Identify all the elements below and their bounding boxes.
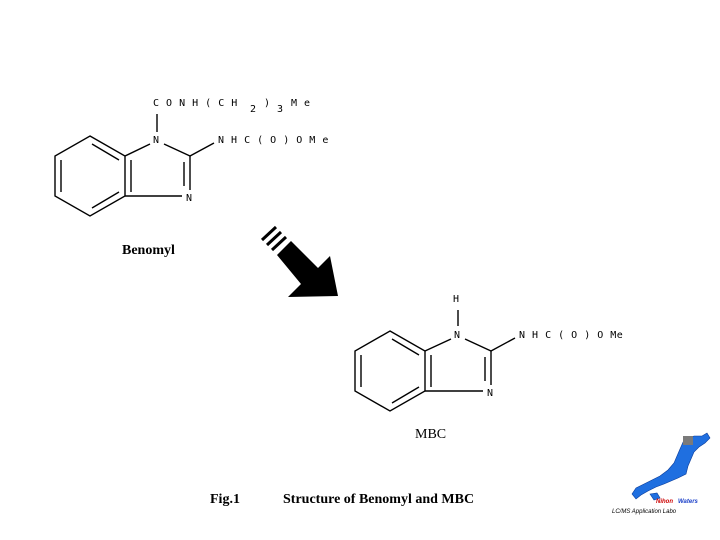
benomyl-subscript-3: 3 bbox=[277, 104, 283, 115]
figure-title: Structure of Benomyl and MBC bbox=[283, 492, 474, 507]
mbc-bond-n1-c2 bbox=[464, 338, 492, 352]
mbc-benzene-double-1 bbox=[391, 338, 420, 356]
arrow-tail-stripe-1 bbox=[260, 225, 278, 242]
benomyl-atom-n1: N bbox=[153, 135, 160, 146]
benomyl-bond-c7a-n1 bbox=[124, 143, 151, 157]
mbc-atom-n3: N bbox=[487, 388, 494, 399]
figure-number: Fig.1 bbox=[210, 492, 240, 507]
benomyl-benzene-ring bbox=[54, 135, 126, 217]
benomyl-atom-n3: N bbox=[186, 193, 193, 204]
arrow-tail-stripe-2 bbox=[265, 230, 283, 247]
mbc-bond-c2-nh bbox=[490, 337, 516, 352]
mbc-atom-h: H bbox=[453, 294, 460, 305]
benomyl-subscript-2: 2 bbox=[250, 104, 256, 115]
japan-map-island-icon bbox=[649, 492, 661, 501]
mbc-substituent-right: N H C ( O ) O Me bbox=[519, 330, 623, 341]
mbc-label: MBC bbox=[415, 427, 446, 442]
mbc-benzene-double-3 bbox=[391, 386, 420, 404]
benomyl-label: Benomyl bbox=[122, 243, 175, 258]
reaction-arrow bbox=[260, 225, 338, 297]
arrow-tail-stripe-3 bbox=[270, 235, 288, 252]
benomyl-substituent-top: C O N H ( C H bbox=[153, 98, 238, 109]
logo-subtitle: LC/MS Application Labo bbox=[612, 509, 677, 515]
benomyl-benzene-double-3 bbox=[91, 191, 120, 209]
nihon-waters-logo: Nihon Waters LC/MS Application Labo bbox=[612, 432, 711, 515]
benomyl-paren-close: ) bbox=[264, 98, 271, 109]
benomyl-structure: N N C O N H ( C H 2 ) 3 M e N H C ( O ) … bbox=[54, 98, 329, 258]
benomyl-benzene-double-1 bbox=[91, 143, 120, 161]
logo-brand-nihon: Nihon bbox=[656, 499, 673, 505]
mbc-bond-c7a-n1 bbox=[424, 338, 452, 352]
benomyl-bond-n1-c2 bbox=[163, 143, 191, 157]
benomyl-methyl-top: M e bbox=[291, 98, 311, 109]
japan-map-icon bbox=[631, 432, 711, 500]
benomyl-substituent-right: N H C ( O ) O M e bbox=[218, 135, 329, 146]
arrow-body bbox=[277, 241, 338, 297]
japan-map-highlight-icon bbox=[683, 436, 693, 445]
logo-brand-waters: Waters bbox=[678, 499, 699, 505]
mbc-atom-n1: N bbox=[454, 330, 461, 341]
benomyl-bond-c2-nh bbox=[189, 142, 215, 157]
mbc-benzene-ring bbox=[354, 330, 426, 412]
mbc-structure: H N N N H C ( O ) O Me MBC bbox=[354, 294, 623, 442]
